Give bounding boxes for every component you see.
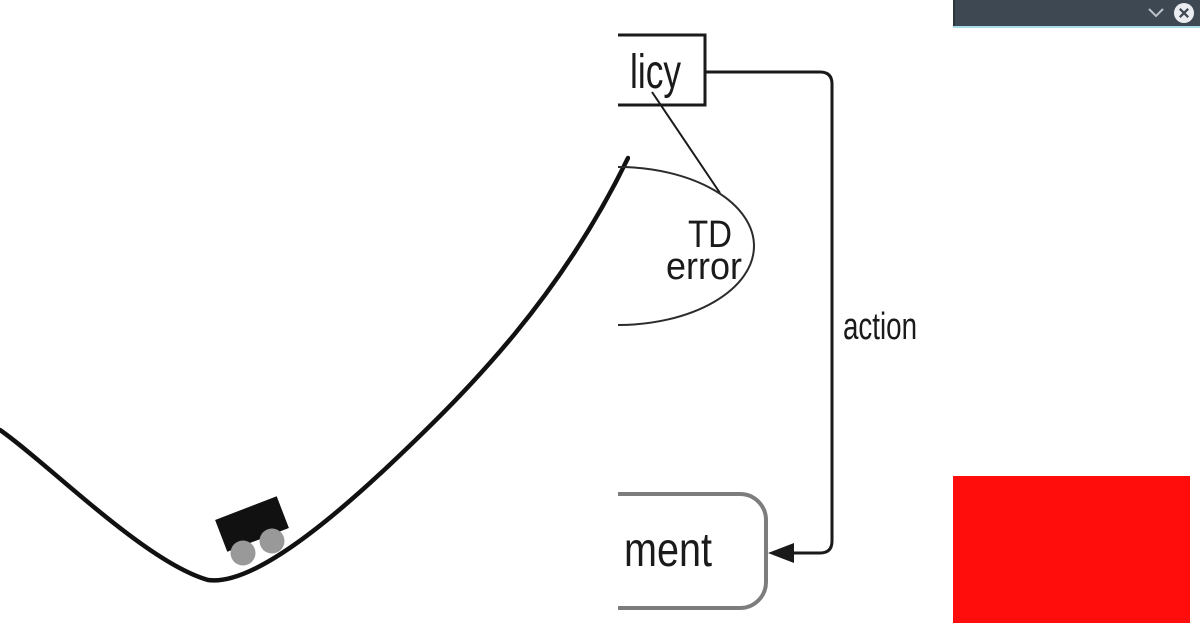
right-panel [953, 0, 1200, 630]
valley-curve [0, 155, 630, 583]
action-arrowhead [768, 543, 794, 563]
td-error-label-line2: error [666, 246, 742, 288]
car-body [215, 496, 289, 552]
car [215, 496, 289, 566]
close-icon[interactable] [1173, 2, 1195, 24]
td-error-label-line1: TD [688, 214, 732, 256]
td-error-oval [618, 166, 755, 326]
action-label: action [843, 306, 917, 348]
environment-box-label: ment [624, 524, 712, 577]
actor-critic-diagram: licy action TD error ment [618, 33, 917, 610]
policy-to-tderror-line [651, 91, 721, 194]
panel-titlebar [953, 0, 1200, 26]
policy-box [618, 33, 707, 107]
panel-accent-line [953, 26, 1200, 28]
mountain-car-figure [0, 155, 630, 583]
red-box [953, 476, 1190, 623]
environment-box [618, 492, 768, 610]
action-arrow-line [705, 70, 834, 555]
car-wheel-right [259, 528, 285, 554]
policy-box-label: licy [630, 46, 681, 99]
car-wheel-left [230, 540, 256, 566]
chevron-down-icon[interactable] [1148, 8, 1164, 18]
